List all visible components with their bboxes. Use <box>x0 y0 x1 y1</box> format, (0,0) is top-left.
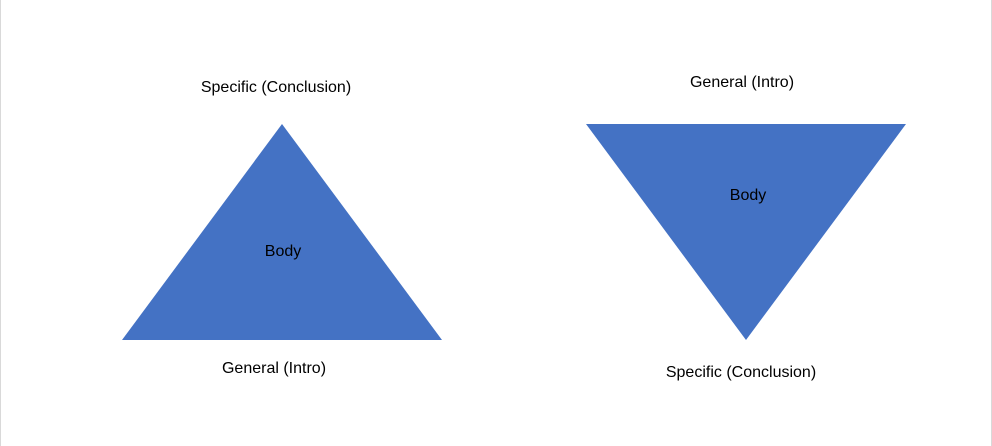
right-bottom-label: Specific (Conclusion) <box>665 364 817 381</box>
left-bottom-label: General (Intro) <box>221 360 327 377</box>
left-top-label: Specific (Conclusion) <box>200 79 352 96</box>
right-body-label: Body <box>729 187 767 204</box>
left-body-label: Body <box>264 243 302 260</box>
downward-triangle <box>586 124 906 340</box>
right-top-label: General (Intro) <box>689 74 795 91</box>
upward-triangle <box>122 124 442 340</box>
